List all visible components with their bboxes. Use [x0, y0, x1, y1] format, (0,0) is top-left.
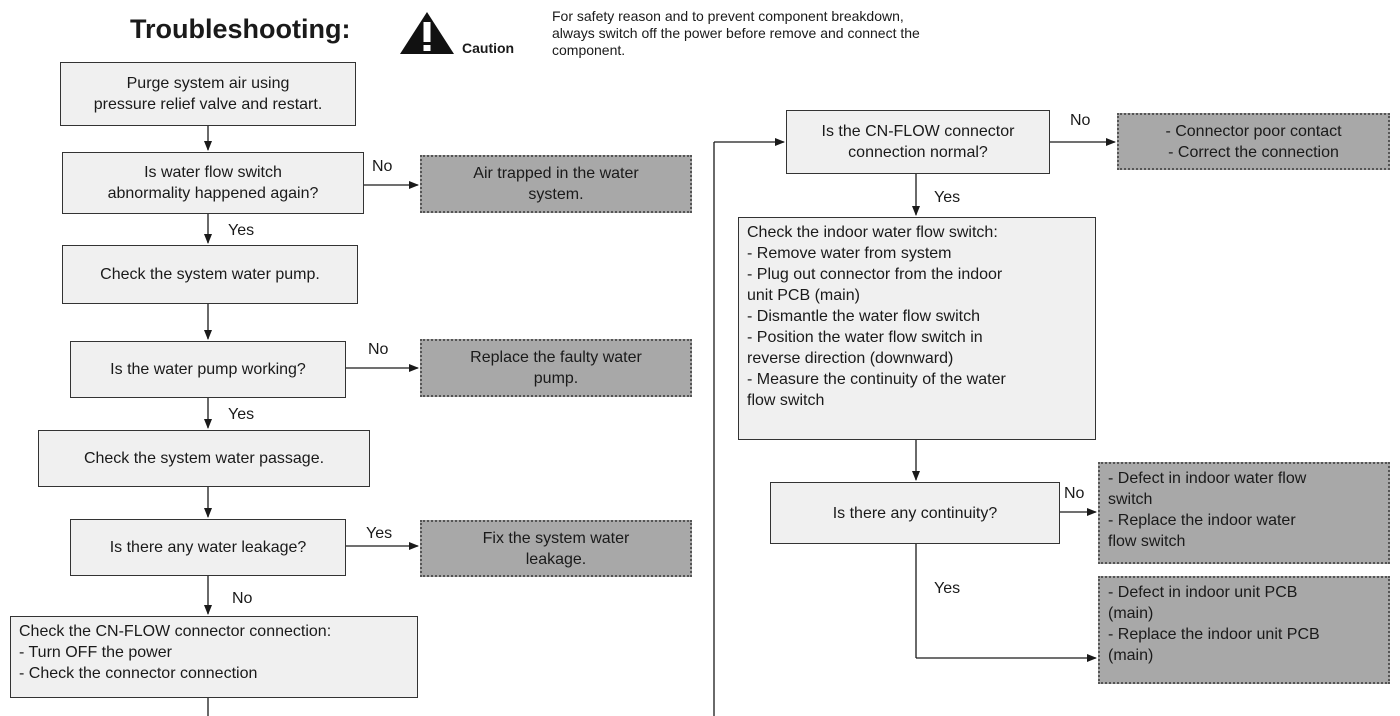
check-flow-switch-step: Check the indoor water flow switch: - Re…	[738, 217, 1096, 440]
caution-warning-icon	[400, 12, 454, 54]
label-no-continuity: No	[1064, 485, 1085, 502]
abnormality-decision: Is water flow switch abnormality happene…	[62, 152, 364, 214]
label-yes-abnormality: Yes	[228, 222, 255, 239]
label-yes-pump: Yes	[228, 406, 255, 423]
leakage-decision: Is there any water leakage?	[70, 519, 346, 576]
replace-pump-result: Replace the faulty water pump.	[420, 339, 692, 397]
label-yes-continuity: Yes	[934, 580, 961, 597]
continuity-decision: Is there any continuity?	[770, 482, 1060, 544]
defect-pcb-result: - Defect in indoor unit PCB (main) - Rep…	[1098, 576, 1390, 684]
check-pump-step: Check the system water pump.	[62, 245, 358, 304]
caution-text: For safety reason and to prevent compone…	[552, 8, 920, 58]
label-yes-leakage: Yes	[366, 525, 393, 542]
connector-poor-result: - Connector poor contact - Correct the c…	[1117, 113, 1390, 170]
page-title: Troubleshooting:	[130, 14, 351, 44]
defect-switch-result: - Defect in indoor water flow switch - R…	[1098, 462, 1390, 564]
label-no-pump: No	[368, 341, 389, 358]
caution-label: Caution	[462, 40, 515, 56]
label-no-connector: No	[1070, 112, 1091, 129]
purge-air-step: Purge system air using pressure relief v…	[60, 62, 356, 126]
fix-leakage-result: Fix the system water leakage.	[420, 520, 692, 577]
label-yes-connector: Yes	[934, 189, 961, 206]
label-no-abnormality: No	[372, 158, 393, 175]
connector-normal-decision: Is the CN-FLOW connector connection norm…	[786, 110, 1050, 174]
air-trapped-result: Air trapped in the water system.	[420, 155, 692, 213]
check-connector-step: Check the CN-FLOW connector connection: …	[10, 616, 418, 698]
check-passage-step: Check the system water passage.	[38, 430, 370, 487]
pump-working-decision: Is the water pump working?	[70, 341, 346, 398]
label-no-leakage: No	[232, 590, 253, 607]
